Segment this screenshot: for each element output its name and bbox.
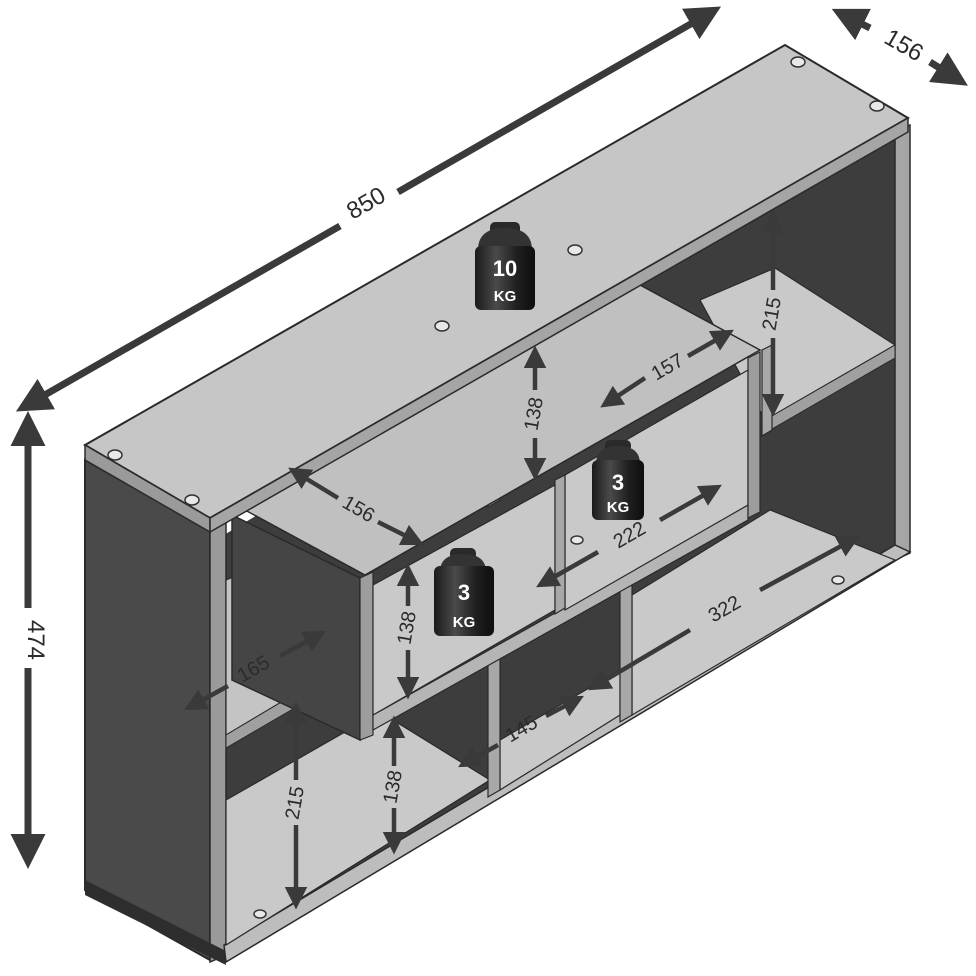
outer-dimensions [10,6,968,869]
screw [184,494,200,506]
dim-arrow-322 [758,535,860,592]
inner-box-right-side [747,351,761,519]
divider-middle-lower [487,653,501,799]
weight-3kg-upper-cap [596,446,640,464]
dim-arrow-156-inner [376,519,425,546]
depth-label: 156 [880,24,928,67]
dim-arrow-157 [600,376,647,408]
dim-arrow-165 [278,630,326,658]
dim-arrow-156-inner [288,467,340,500]
inner-box-divider [554,474,566,616]
shelf-left-edge [209,521,227,964]
width-arrow [396,6,722,196]
shelf-left-side [84,458,211,962]
weight-3kg-upper: 3 KG [592,440,644,520]
shelf-bottom-base [85,880,226,965]
shelf-body [83,43,912,965]
dim-arrow-145 [544,695,584,718]
screws [107,56,885,919]
screw [107,449,123,461]
weight-3kg-lower-body [434,566,494,636]
screw [253,909,267,919]
depth-arrow [831,8,872,41]
weight-3kg-lower: 3 KG [434,548,494,636]
dim-arrow-222 [536,550,600,588]
screw [570,535,584,545]
weight-3kg-upper-body [592,460,644,520]
weight-10kg-cap [478,228,532,250]
screw [567,244,583,256]
weight-10kg-body [475,246,535,310]
dim-arrow-322 [588,628,692,691]
inner-box-left-edge [359,571,374,741]
screw [869,100,885,112]
shelf-right-side [894,123,911,562]
screw [790,56,806,68]
screw [434,320,450,332]
weight-3kg-lower-unit: KG [453,614,476,631]
width-label: 850 [342,182,390,225]
depth-arrow [928,52,968,86]
weight-10kg-unit: KG [494,288,517,305]
divider-far-right [761,344,773,438]
dim-arrow-165 [184,684,230,711]
weight-3kg-lower-value: 3 [458,580,470,605]
screw [831,575,845,585]
height-label: 474 [22,620,49,660]
weight-3kg-upper-value: 3 [612,470,624,495]
dim-arrow-145 [458,743,500,768]
weight-10kg-value: 10 [493,256,517,281]
inner-dimensions [184,210,860,910]
weight-3kg-upper-unit: KG [607,499,630,516]
shelf-top-side-edge [209,116,909,534]
weight-10kg: 10 KG [475,222,535,310]
dim-arrow-157 [686,329,734,358]
width-arrow [15,222,342,412]
dim-arrow-222 [658,484,722,522]
divider-right-lower [619,583,633,724]
